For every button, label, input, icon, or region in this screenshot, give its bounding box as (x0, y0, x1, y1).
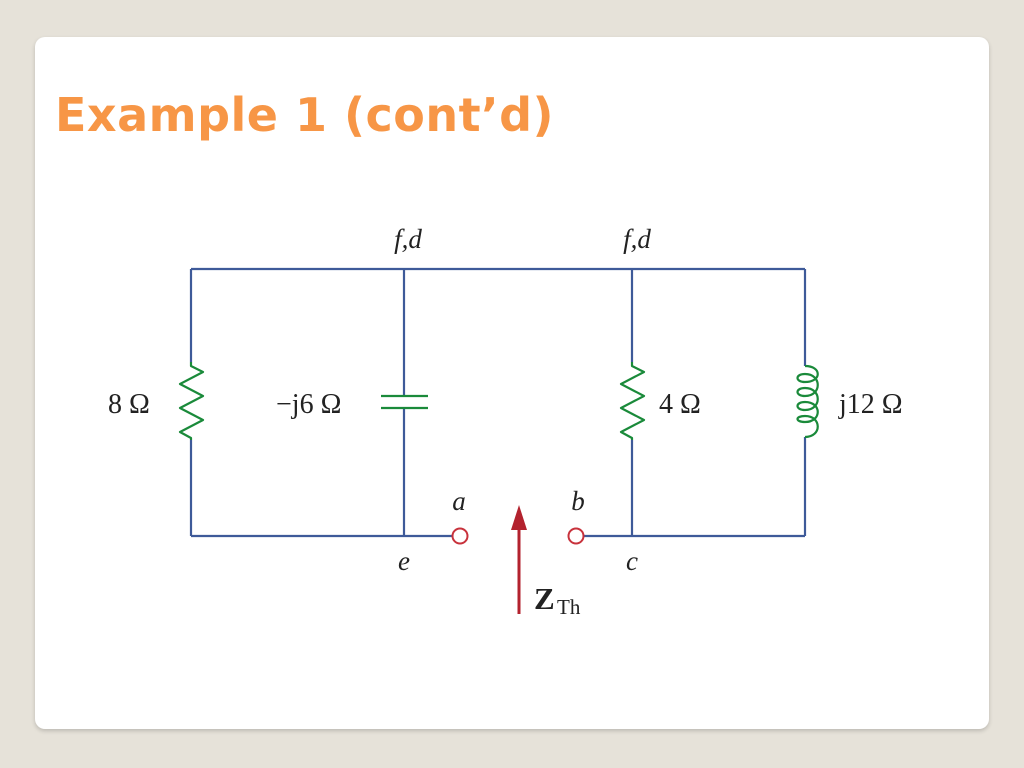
capacitor-label: −j6 Ω (276, 389, 341, 420)
terminal-label-a: a (452, 486, 466, 516)
node-label-bottom-right: c (626, 546, 638, 576)
resistor-4-ohm-symbol (619, 362, 646, 440)
thevenin-impedance-symbol: Z (534, 581, 555, 616)
thevenin-impedance-subscript: Th (557, 595, 581, 619)
capacitor-symbol (381, 394, 428, 410)
terminal-a (451, 527, 469, 545)
thevenin-arrow (511, 505, 527, 614)
terminal-b (567, 527, 585, 545)
inductor-label: j12 Ω (838, 389, 903, 420)
node-label-bottom-left: e (398, 546, 410, 576)
inductor-symbol (796, 364, 819, 439)
resistor-8-ohm-symbol (178, 362, 205, 440)
resistor-4-ohm-label: 4 Ω (659, 389, 701, 420)
slide-title: Example 1 (cont’d) (55, 88, 555, 142)
wires (189, 267, 807, 538)
slide-panel (35, 37, 989, 729)
node-label-top-right: f,d (623, 224, 651, 254)
terminal-label-b: b (571, 486, 585, 516)
node-label-top-left: f,d (394, 224, 422, 254)
resistor-8-ohm-label: 8 Ω (108, 389, 150, 420)
